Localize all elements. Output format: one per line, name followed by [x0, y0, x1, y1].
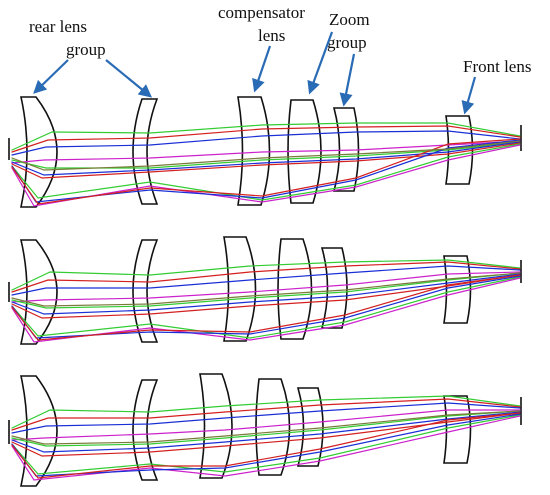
- rear-lens-2: [132, 239, 159, 343]
- front-lens: [443, 395, 472, 464]
- rear-lens-1: [20, 375, 58, 487]
- rear-lens-2: [132, 98, 159, 205]
- compensator-lens: [237, 96, 271, 206]
- label-zoom-1: Zoom: [329, 10, 370, 29]
- label-compensator-2: lens: [258, 26, 285, 45]
- panel-bottom: [8, 373, 522, 487]
- arrow-zoom-1: [307, 31, 334, 95]
- zoom-lens-1: [287, 99, 322, 204]
- compensator-lens: [199, 373, 233, 479]
- zoom-lens-2: [320, 247, 348, 329]
- callout-arrows: [33, 31, 477, 115]
- ray-bundle: [11, 122, 521, 207]
- label-front-lens: Front lens: [463, 57, 531, 76]
- rear-lens-1: [20, 96, 58, 208]
- ray-bundle: [11, 259, 521, 343]
- ray-bundle: [11, 395, 521, 481]
- arrow-rear-right: [105, 59, 153, 98]
- arrow-zoom-2: [339, 53, 356, 107]
- front-lens: [445, 115, 474, 185]
- zoom-lens-1: [255, 378, 291, 476]
- arrow-front: [461, 76, 477, 115]
- rear-lens-2: [132, 379, 159, 481]
- compensator-lens: [223, 236, 257, 342]
- label-rear-lens-group-1: rear lens: [29, 17, 87, 36]
- label-compensator-1: compensator: [218, 3, 305, 22]
- label-rear-lens-group-2: group: [66, 40, 106, 59]
- label-zoom-2: group: [327, 33, 367, 52]
- front-lens: [443, 255, 472, 324]
- panel-top: [8, 96, 522, 208]
- arrow-compensator: [252, 45, 272, 93]
- panel-middle: [8, 236, 522, 345]
- arrow-rear-left: [33, 59, 69, 94]
- rear-lens-1: [19, 239, 58, 345]
